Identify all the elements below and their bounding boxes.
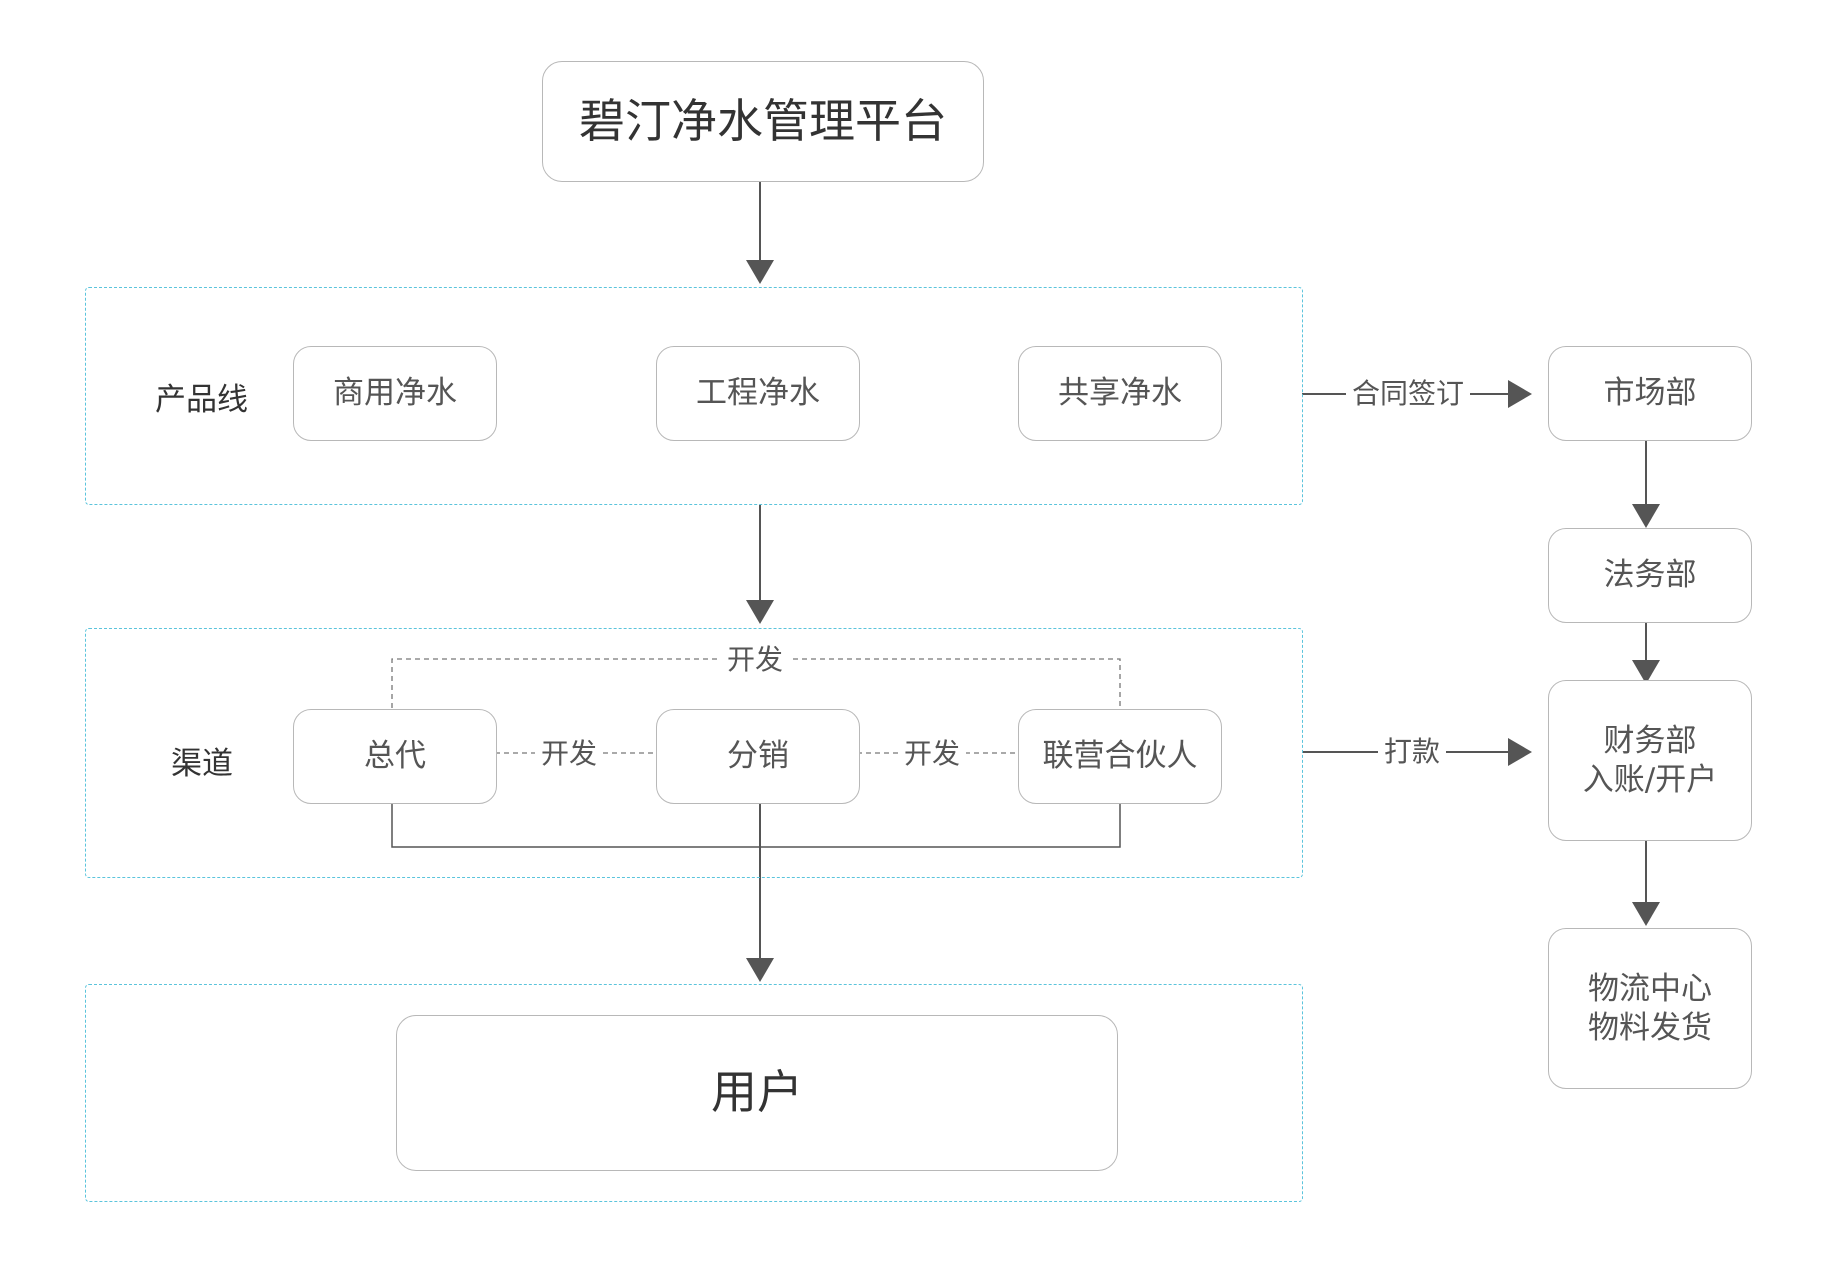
channel-joint-partner-label: 联营合伙人 xyxy=(1042,738,1198,775)
product-commercial-label: 商用净水 xyxy=(333,375,457,412)
contract-label: 合同签订 xyxy=(1346,380,1471,408)
channel-general-agent[interactable]: 总代 xyxy=(293,709,497,804)
market-dept-label: 市场部 xyxy=(1603,375,1697,412)
logistics-center-line2: 物料发货 xyxy=(1588,1009,1712,1046)
finance-dept-line1: 财务部 xyxy=(1603,722,1697,759)
channel-distribution[interactable]: 分销 xyxy=(656,709,860,804)
logistics-center-line1: 物流中心 xyxy=(1588,970,1712,1007)
legal-dept-node[interactable]: 法务部 xyxy=(1548,528,1752,623)
legal-dept-label: 法务部 xyxy=(1603,557,1697,594)
finance-dept-line2: 入账/开户 xyxy=(1582,761,1718,798)
product-line-section xyxy=(85,287,1303,505)
payment-label: 打款 xyxy=(1378,738,1447,766)
platform-node[interactable]: 碧汀净水管理平台 xyxy=(542,61,984,182)
arrow-productline-to-channels xyxy=(746,505,774,624)
product-engineering-water[interactable]: 工程净水 xyxy=(656,346,860,441)
logistics-center-node[interactable]: 物流中心 物料发货 xyxy=(1548,928,1752,1089)
arrow-platform-to-productline xyxy=(746,181,774,284)
channel-distribution-label: 分销 xyxy=(727,738,789,775)
platform-label: 碧汀净水管理平台 xyxy=(579,93,947,148)
channel-joint-partner[interactable]: 联营合伙人 xyxy=(1018,709,1222,804)
channel-general-agent-label: 总代 xyxy=(364,738,426,775)
develop-label-top: 开发 xyxy=(721,646,790,674)
channel-label: 渠道 xyxy=(171,746,233,782)
product-shared-water[interactable]: 共享净水 xyxy=(1018,346,1222,441)
channel-section xyxy=(85,628,1303,878)
market-dept-node[interactable]: 市场部 xyxy=(1548,346,1752,441)
user-label: 用户 xyxy=(711,1065,803,1120)
product-engineering-label: 工程净水 xyxy=(696,375,820,412)
arrow-market-to-legal xyxy=(1632,440,1660,528)
finance-dept-node[interactable]: 财务部 入账/开户 xyxy=(1548,680,1752,841)
product-shared-label: 共享净水 xyxy=(1058,375,1182,412)
develop-top-connector xyxy=(391,658,1121,708)
product-line-label: 产品线 xyxy=(155,382,248,418)
product-commercial-water[interactable]: 商用净水 xyxy=(293,346,497,441)
arrow-channels-to-users xyxy=(746,802,774,982)
user-node[interactable]: 用户 xyxy=(396,1015,1118,1171)
develop-label-right: 开发 xyxy=(898,740,967,768)
develop-label-left: 开发 xyxy=(535,740,604,768)
arrow-finance-to-logistics xyxy=(1632,840,1660,926)
arrow-legal-to-finance xyxy=(1632,622,1660,684)
user-section xyxy=(85,984,1303,1202)
channel-bottom-bracket xyxy=(391,802,1121,848)
